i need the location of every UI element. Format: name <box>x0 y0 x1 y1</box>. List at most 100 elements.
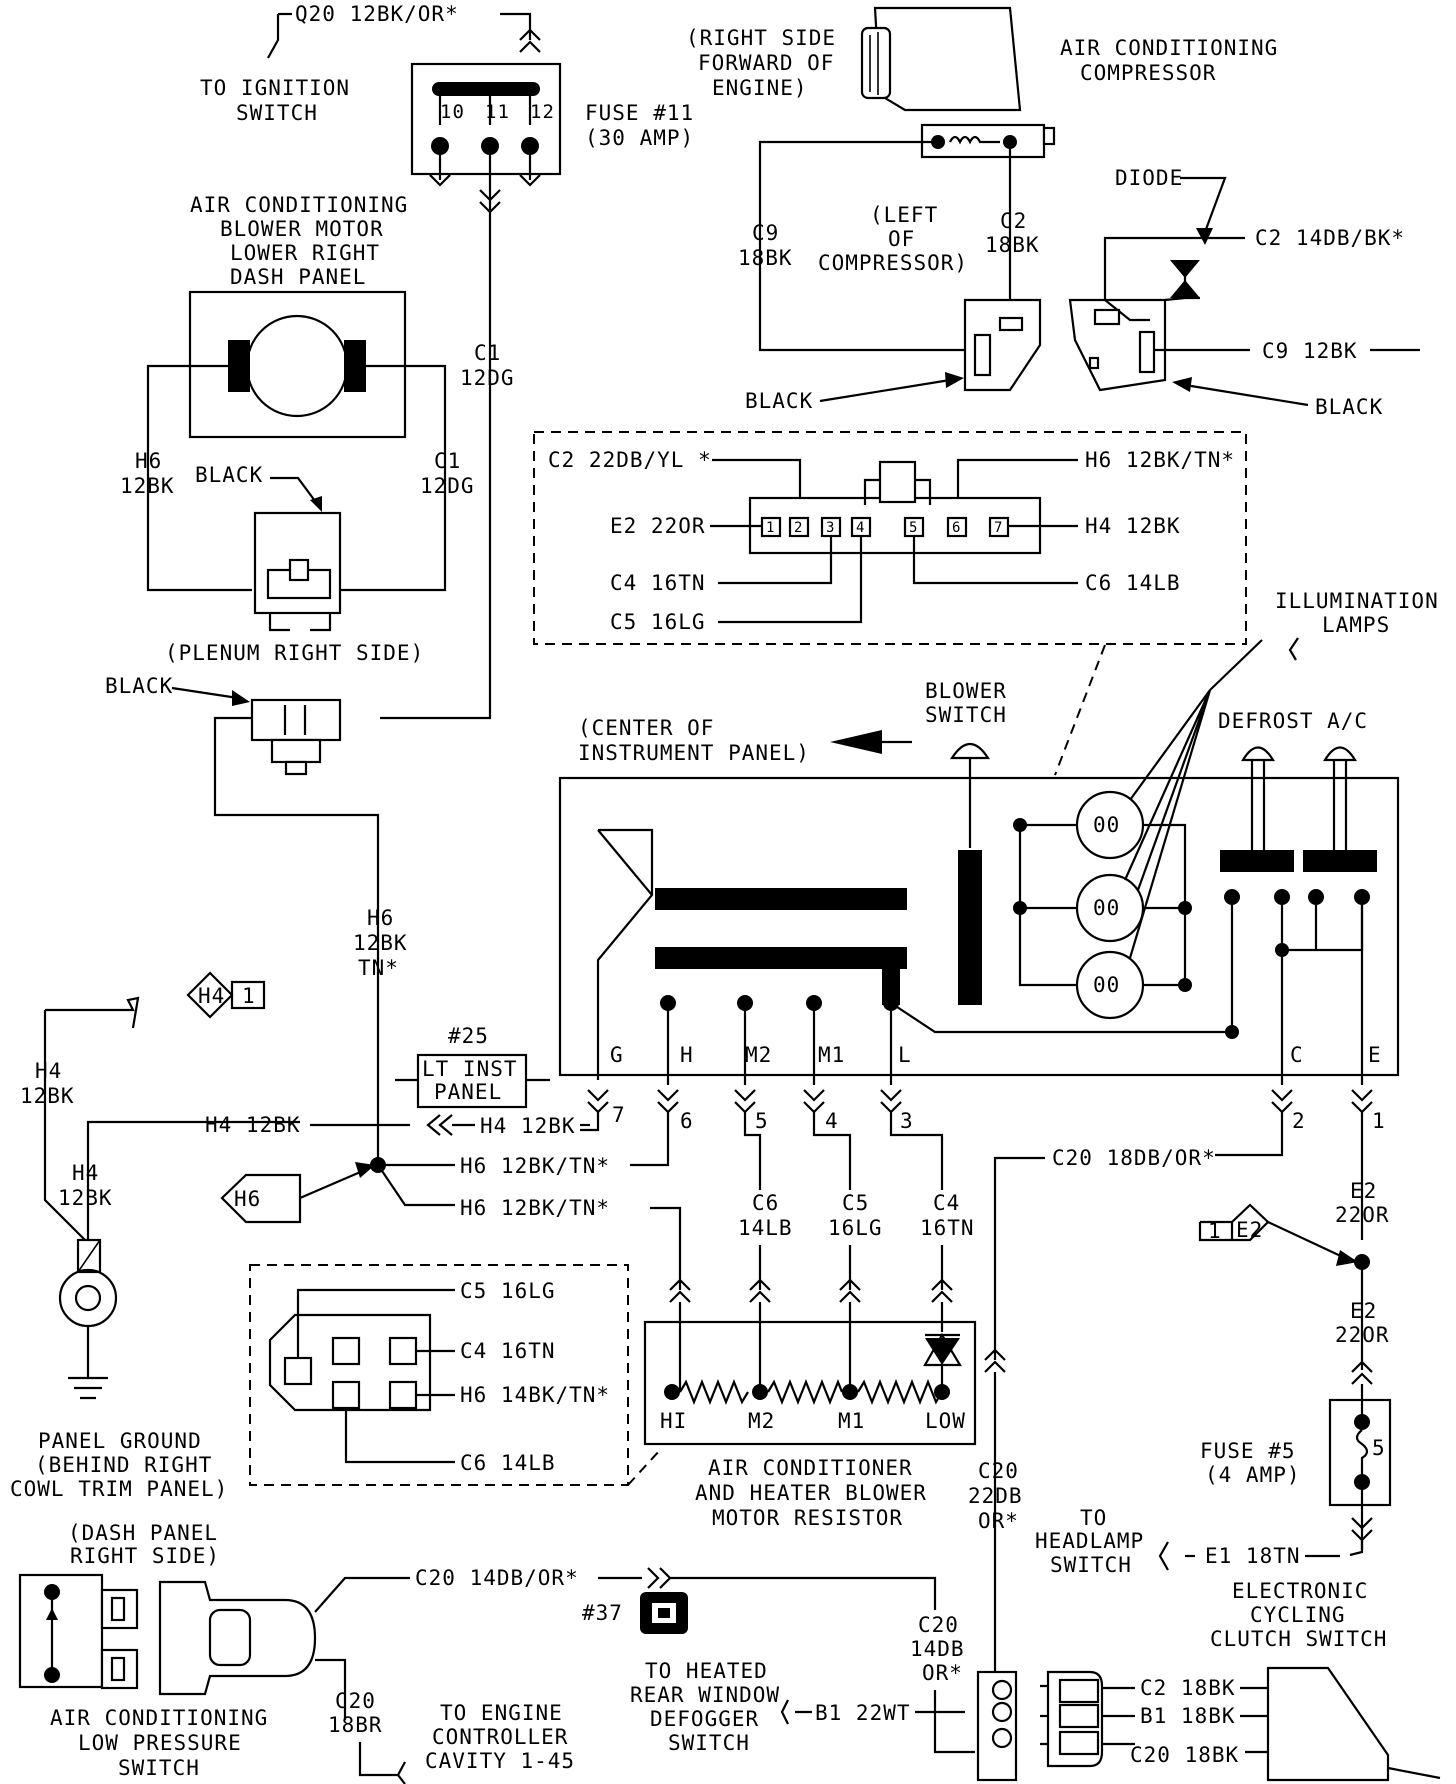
left-of-3: COMPRESSOR) <box>818 251 968 275</box>
res-c6-label: C6 14LB <box>460 1451 556 1475</box>
e1-18tn-label: E1 18TN <box>1205 1544 1301 1568</box>
sw-c4-label: C4 16TN <box>610 571 706 595</box>
to-heated-1: TO HEATED <box>645 1659 768 1683</box>
ac-compressor-label-2: COMPRESSOR <box>1080 61 1216 85</box>
to-heated-2: REAR WINDOW <box>630 1683 780 1707</box>
c20-22db-3: OR* <box>978 1509 1019 1533</box>
c2-18bk-1: C2 <box>1000 209 1027 233</box>
svg-text:3: 3 <box>826 520 834 536</box>
dash-panel-1: (DASH PANEL <box>68 1521 218 1545</box>
plenum-label: (PLENUM RIGHT SIDE) <box>165 641 424 665</box>
blower-motor-group: AIR CONDITIONING BLOWER MOTOR LOWER RIGH… <box>120 193 475 665</box>
pin-6: 6 <box>680 1109 694 1133</box>
term-c: C <box>1290 1043 1304 1067</box>
c20-14db-or-3: OR* <box>922 1661 963 1685</box>
e2-22or-b-1: E2 <box>1350 1299 1377 1323</box>
sw-h6-label: H6 12BK/TN* <box>1085 448 1235 472</box>
c20-14db-or-2: 14DB <box>910 1637 965 1661</box>
to-headlamp-2: HEADLAMP <box>1035 1529 1144 1553</box>
e2-ref-label: E2 <box>1236 1218 1263 1242</box>
fuse-pin-12: 12 <box>530 101 555 123</box>
fuse-5-label-1: FUSE #5 <box>1200 1439 1296 1463</box>
defogger-group: #37 TO HEATED REAR WINDOW DEFOGGER SWITC… <box>582 1592 965 1755</box>
lamp-1-symbol: 00 <box>1093 813 1120 837</box>
lamp-2-symbol: 00 <box>1093 896 1120 920</box>
ecc-c20-label: C20 18BK <box>1130 1743 1239 1767</box>
ac-compressor-group: (RIGHT SIDE FORWARD OF ENGINE) AIR CONDI… <box>686 6 1277 413</box>
to-ignition-label-2: SWITCH <box>236 101 318 125</box>
to-engine-1: TO ENGINE <box>440 1701 563 1725</box>
b1-22wt-label: B1 22WT <box>815 1701 911 1725</box>
blower-switch-label-2: SWITCH <box>925 703 1007 727</box>
c9-18bk-2: 18BK <box>738 246 793 270</box>
black-connector-group: BLACK H6 12BK TN* <box>105 674 407 1165</box>
ecc-switch-icon <box>1266 1666 1390 1782</box>
switch-connector-pins: 1 2 3 4 5 6 7 <box>760 516 1010 538</box>
sw-c5-label: C5 16LG <box>610 610 706 634</box>
h6-wire-b: H6 12BK/TN* <box>460 1196 610 1220</box>
h6-ref-label: H6 <box>234 1187 261 1211</box>
c4-16tn-2: 16TN <box>920 1216 975 1240</box>
defrost-ac-label: DEFROST A/C <box>1218 709 1368 733</box>
to-engine-2: CONTROLLER <box>432 1725 568 1749</box>
fuse-37-label: #37 <box>582 1601 623 1625</box>
c2-14db-label: C2 14DB/BK* <box>1255 226 1405 250</box>
blower-switch-connector-group: C2 22DB/YL * H6 12BK/TN* 1 2 3 4 5 6 7 E… <box>533 431 1247 776</box>
h4-ref-label: H4 <box>198 984 225 1008</box>
lamp-3-symbol: 00 <box>1093 973 1120 997</box>
right-side-label-3: ENGINE) <box>712 76 808 100</box>
h4-ref-num: 1 <box>242 984 256 1008</box>
right-side-label-1: (RIGHT SIDE <box>686 26 836 50</box>
switch-harness-connector: 7 6 5 4 3 2 1 <box>580 1089 1386 1190</box>
svg-text:5: 5 <box>909 520 917 536</box>
pin-3: 3 <box>900 1109 914 1133</box>
sw-h4-label: H4 12BK <box>1085 514 1181 538</box>
fuse-11-label-1: FUSE #11 <box>585 101 694 125</box>
fuse-pin-10: 10 <box>440 101 465 123</box>
res-c5-label: C5 16LG <box>460 1279 556 1303</box>
dash-panel-2: RIGHT SIDE) <box>70 1544 220 1568</box>
h4-12bk-low-2: 12BK <box>58 1186 113 1210</box>
c20-18br-2: 18BR <box>328 1713 383 1737</box>
svg-text:4: 4 <box>856 520 864 536</box>
fuse-25-label-2: LT INST <box>422 1057 518 1081</box>
h6-12bk-label-1: H6 <box>135 449 162 473</box>
c20-14db-or-1: C20 <box>918 1613 959 1637</box>
compressor-icon <box>873 6 1022 112</box>
blower-switch-label-1: BLOWER <box>925 679 1007 703</box>
term-h: H <box>680 1043 694 1067</box>
low-pressure-2: LOW PRESSURE <box>78 1731 242 1755</box>
c1-12dg-a-1: C1 <box>474 341 501 365</box>
pin-1: 1 <box>1372 1109 1386 1133</box>
to-ignition-label-1: TO IGNITION <box>200 76 350 100</box>
fuse-25-label-1: #25 <box>448 1024 489 1048</box>
blower-switch-labels: ILLUMINATION LAMPS BLOWER SWITCH (CENTER… <box>578 589 1438 765</box>
ecc-label-2: CYCLING <box>1250 1603 1346 1627</box>
e2-22or-a-1: E2 <box>1350 1179 1377 1203</box>
right-side-label-2: FORWARD OF <box>698 51 834 75</box>
fuse-11-group: Q20 12BK/OR* TO IGNITION SWITCH 10 11 12… <box>200 2 694 720</box>
svg-text:7: 7 <box>994 520 1002 536</box>
sw-e2-label: E2 22OR <box>610 514 706 538</box>
panel-ground-2: (BEHIND RIGHT <box>35 1453 212 1477</box>
c9-12bk-label: C9 12BK <box>1262 339 1358 363</box>
sw-c2-label: C2 22DB/YL * <box>548 448 712 472</box>
ecc-b1-label: B1 18BK <box>1140 1704 1236 1728</box>
resistor-connector-group: C5 16LG C4 16TN H6 14BK/TN* C6 14LB <box>249 1264 661 1486</box>
c20-22db-1: C20 <box>978 1459 1019 1483</box>
to-headlamp-1: TO <box>1080 1506 1107 1530</box>
c9-18bk-1: C9 <box>752 221 779 245</box>
fuse-pin-11: 11 <box>485 101 510 123</box>
blower-resistor-box <box>643 1320 977 1446</box>
e2-22or-b-2: 22OR <box>1335 1323 1390 1347</box>
h6-12bk-label-2: 12BK <box>120 474 175 498</box>
svg-text:1: 1 <box>766 520 774 536</box>
ecc-label-3: CLUTCH SWITCH <box>1210 1627 1387 1651</box>
illum-label-2: LAMPS <box>1322 613 1390 637</box>
c1-12dg-a-2: 12DG <box>460 366 515 390</box>
h4-12bk-mid-label: H4 12BK <box>480 1114 576 1138</box>
c1-12dg-b-2: 12DG <box>420 474 475 498</box>
h4-h6-wiring: H4 1 H4 12BK H4 12BK H4 12BK H4 12BK #25… <box>20 971 682 1400</box>
black-label-4: BLACK <box>1315 395 1383 419</box>
